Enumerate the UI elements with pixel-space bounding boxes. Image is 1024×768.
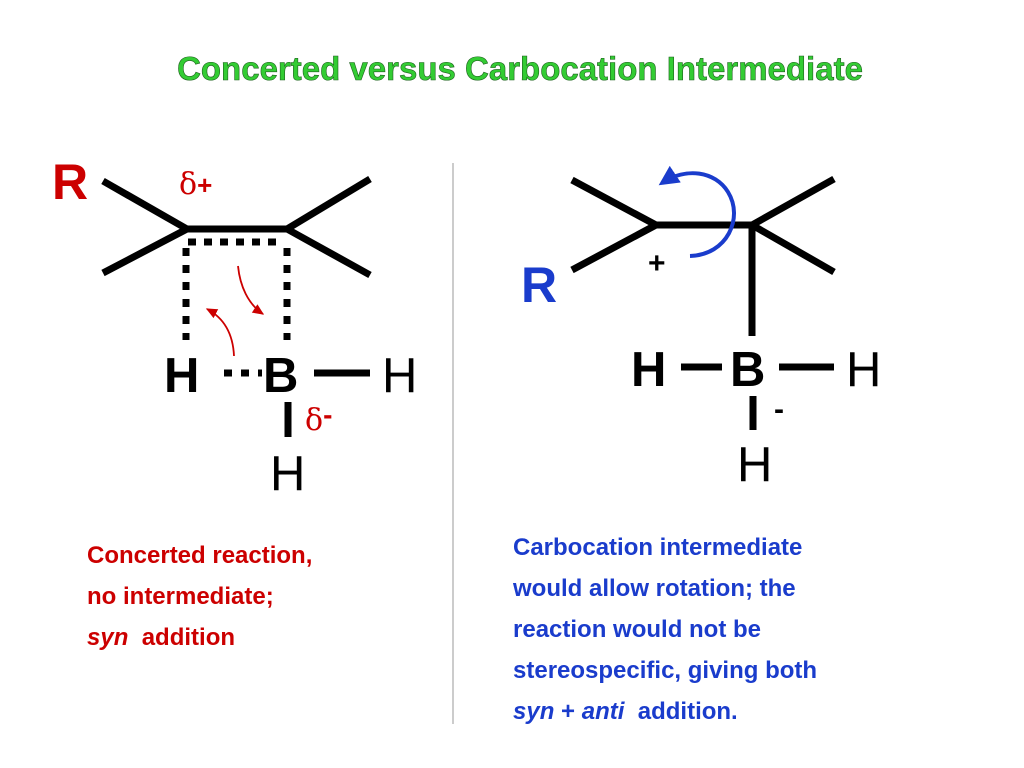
bond-c2-lower	[750, 221, 836, 276]
concerted-caption-addition: addition	[141, 624, 236, 651]
rotation-arrow-icon	[658, 165, 736, 258]
carbocation-caption-line1: Carbocation intermediate	[513, 534, 803, 561]
h-atom-left: H	[164, 349, 199, 403]
boron-atom-right: B	[730, 343, 765, 397]
anti-term: anti	[581, 698, 625, 725]
carbocation-caption-line3: reaction would not be	[513, 616, 762, 643]
curved-arrow-electrons-icon	[237, 265, 265, 315]
bond-c2-upper	[750, 175, 836, 229]
syn-term: syn	[513, 698, 555, 725]
h-atom-bottom: H	[270, 447, 305, 501]
h-atom-left: H	[631, 343, 666, 397]
curved-arrow-hydride-icon	[205, 308, 235, 357]
carbocation-structure: R + H B H - H	[521, 165, 881, 492]
h-atom-bottom: H	[737, 438, 772, 492]
bond-c1-lower	[101, 225, 189, 277]
h-atom-right: H	[846, 343, 881, 397]
bond-r-c1	[570, 221, 658, 274]
plus-sign: +	[561, 698, 576, 725]
bond-c1-upper	[570, 176, 658, 229]
r-group-label-right: R	[521, 257, 557, 313]
anion-charge: -	[774, 393, 784, 426]
syn-term: syn	[87, 624, 129, 651]
concerted-caption: Concerted reaction, no intermediate; syn…	[87, 535, 312, 658]
boron-atom-left: B	[263, 349, 298, 403]
carbocation-caption-addition: addition.	[637, 698, 738, 725]
bond-c2-lower	[285, 225, 372, 279]
delta-minus-label: δ-	[305, 399, 332, 438]
slide-title: Concerted versus Carbocation Intermediat…	[177, 50, 863, 87]
r-group-label-left: R	[52, 154, 88, 210]
carbocation-caption-line2: would allow rotation; the	[513, 575, 796, 602]
bond-c2-upper	[285, 176, 372, 232]
concerted-caption-line1: Concerted reaction,	[87, 542, 313, 569]
delta-plus-label: δ+	[179, 167, 212, 202]
concerted-structure: R δ+ H B H δ- H	[52, 154, 417, 501]
bond-r-c1	[101, 177, 189, 233]
carbocation-caption-line4: stereospecific, giving both	[513, 657, 818, 684]
carbocation-caption: Carbocation intermediate would allow rot…	[513, 527, 817, 732]
cation-charge: +	[648, 247, 666, 280]
h-atom-right: H	[382, 349, 417, 403]
concerted-caption-line2: no intermediate;	[87, 583, 274, 610]
